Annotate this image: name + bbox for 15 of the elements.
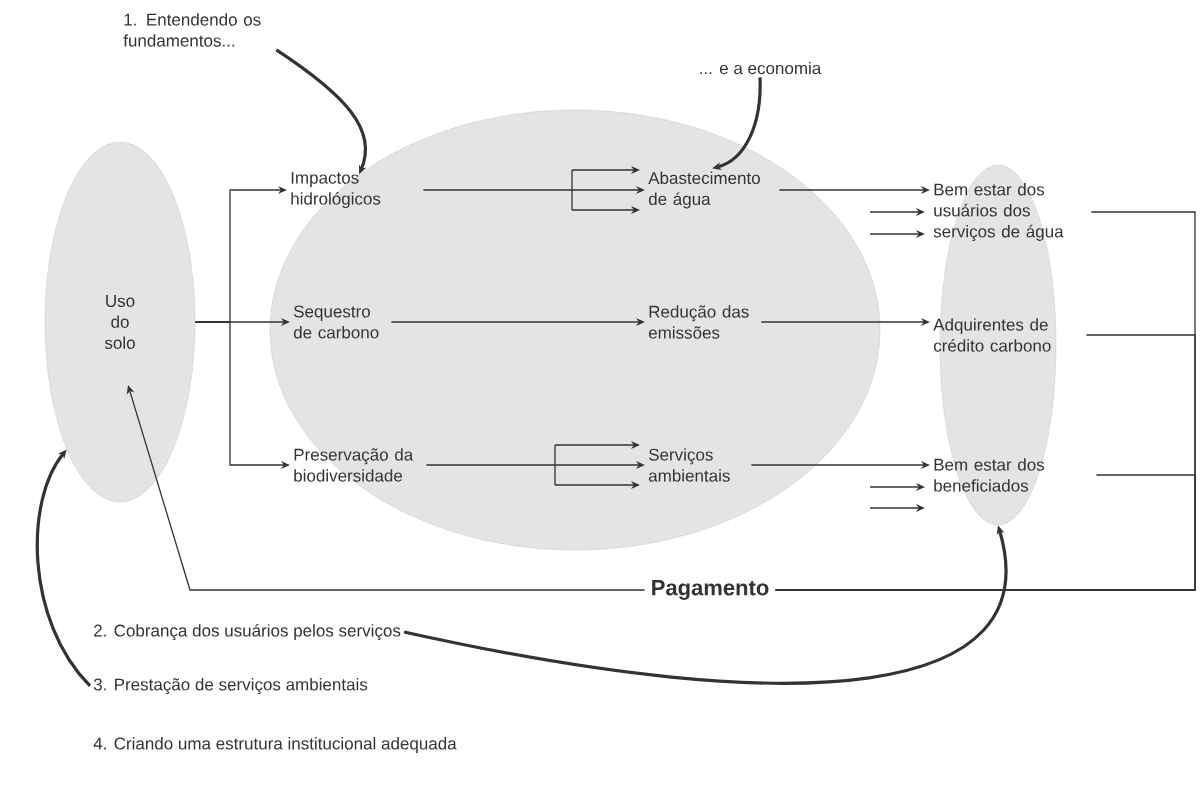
node-label: Bem estar dos usuários dos serviços de água bbox=[933, 183, 1064, 241]
step-text: 1. Entendendo os fundamentos... bbox=[123, 13, 261, 47]
node-label: Impactos hidrológicos bbox=[291, 171, 381, 209]
note-text: 4. Criando uma estrutura institucional adequada bbox=[93, 737, 457, 753]
node-label: Redução das emissões bbox=[648, 305, 749, 339]
step-text: 3. Prestação de serviços ambientais bbox=[93, 678, 368, 694]
ellipse bbox=[269, 109, 881, 551]
step-text: ... e a economia bbox=[700, 61, 822, 75]
arrow bbox=[126, 385, 646, 591]
node-label: Sequestro de carbono bbox=[293, 305, 379, 339]
node-label: Serviços ambientais bbox=[648, 448, 730, 482]
node-label: Preservação da biodiversidade bbox=[294, 448, 414, 482]
node-label: Abastecimento de água bbox=[648, 171, 760, 209]
step-text: 2. Cobrança dos usuários pelos serviços bbox=[94, 623, 401, 641]
payment-label: Pagamento bbox=[644, 574, 776, 606]
